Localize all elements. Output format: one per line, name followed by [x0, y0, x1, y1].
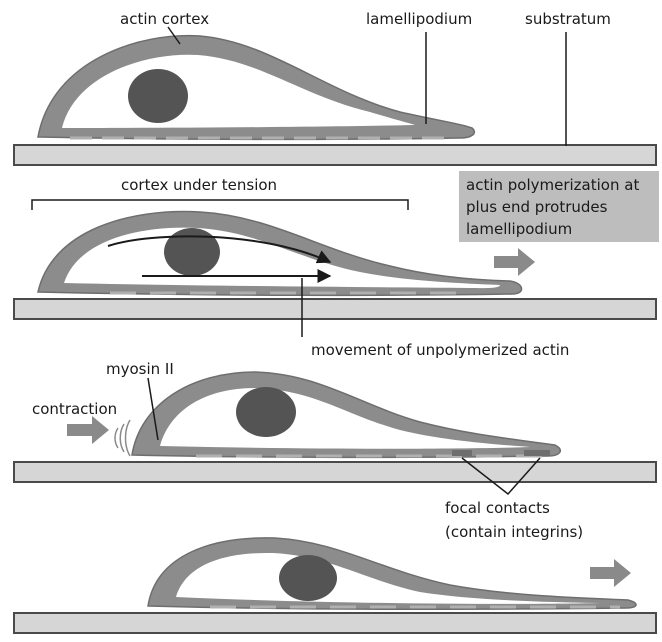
tension-bracket: [32, 200, 408, 210]
nucleus: [236, 387, 296, 437]
substratum-bar: [14, 462, 656, 482]
label-polymerization-3: lamellipodium: [466, 220, 572, 238]
nucleus: [128, 69, 188, 123]
substratum-bar: [14, 145, 656, 165]
stage-4: [14, 538, 656, 633]
label-polymerization-2: plus end protrudes: [466, 198, 608, 216]
label-focal-1: focal contacts: [445, 499, 550, 517]
label-focal-2: (contain integrins): [445, 523, 583, 541]
contraction-arrow: [67, 416, 109, 444]
label-actin-cortex: actin cortex: [120, 10, 209, 28]
label-lamellipodium: lamellipodium: [366, 10, 472, 28]
label-movement: movement of unpolymerized actin: [311, 341, 569, 359]
stage-3: myosin II contraction focal contacts (co…: [14, 360, 656, 541]
label-cortex-under-tension: cortex under tension: [121, 176, 277, 194]
focal-contact-mark: [524, 450, 550, 456]
motion-line: [126, 420, 131, 456]
nucleus: [164, 228, 220, 276]
substratum-bar: [14, 613, 656, 633]
substratum-bar: [14, 299, 656, 319]
motion-line: [115, 428, 118, 448]
label-myosin: myosin II: [106, 360, 174, 378]
nucleus: [279, 555, 337, 601]
protrusion-arrow: [590, 559, 631, 587]
stage-1: actin cortex lamellipodium substratum: [14, 10, 656, 165]
stage-2: cortex under tension actin polymerizatio…: [14, 171, 659, 359]
label-substratum: substratum: [525, 10, 611, 28]
focal-contact-mark: [452, 450, 472, 456]
label-contraction: contraction: [32, 400, 117, 418]
label-polymerization-1: actin polymerization at: [466, 176, 639, 194]
protrusion-arrow: [494, 248, 535, 276]
motion-line: [120, 424, 124, 452]
